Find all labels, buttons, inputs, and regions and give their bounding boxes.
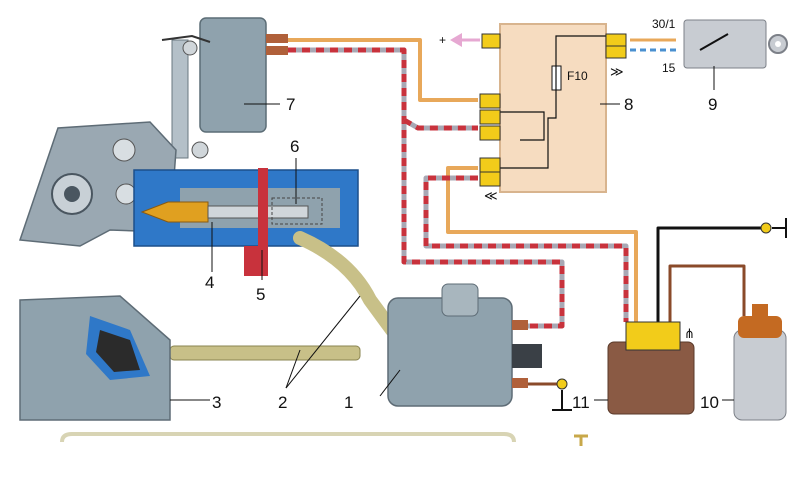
unit-terminal-1 [512,320,528,330]
unit-terminal-2 [512,378,528,388]
ignition-switch: 30/1 15 [652,17,788,75]
wire-red-dashed-unit-overlay [423,175,629,322]
vacuum-unit [387,283,542,407]
wire-orange-top [288,38,478,102]
unit-connector [512,344,542,368]
leader-lines [170,66,734,401]
economizer-valve [133,168,359,276]
leader-2 [285,349,301,389]
relay-unit: F10 + ≫ ≪ [439,23,627,204]
ground-symbol-unit: ⋔ [684,327,695,342]
wire-black [656,226,762,322]
label-6: 6 [290,137,299,156]
wires [288,38,762,386]
valve-spring [271,197,323,225]
actuator-bolt-lower [191,141,209,159]
wire-orange-lower [446,166,638,322]
label-3: 3 [212,393,221,412]
actuator-terminal-1 [266,34,288,43]
label-8: 8 [624,95,633,114]
vacuum-hose [169,231,399,361]
wire-red-dashed-main-overlay [288,47,565,329]
label-7: 7 [286,95,295,114]
hose-lower [169,345,361,361]
ignition-coil [733,304,787,421]
terminal-15-label: 15 [662,61,676,75]
plus-sign: + [439,33,446,47]
relay-connector-mid-1 [479,93,501,109]
label-1: 1 [344,393,353,412]
wire-red-dashed-branch-overlay [402,117,478,131]
relay-connector-right-1 [605,33,627,47]
relay-internal-trace-2 [500,35,606,169]
valve-outlet-tube [244,246,268,276]
manifold-cavity [96,330,140,372]
relay-connector-right-2 [605,45,627,59]
relay-connector-top [481,33,501,49]
plus-arrow-icon [450,33,462,47]
unit-top-tab [441,283,479,317]
leader-2b [285,295,361,389]
relay-connector-low-1 [479,157,501,173]
switch-body [683,19,767,69]
coil-cap [738,316,782,338]
wire-brown [668,264,746,322]
ground-symbol-bottom [574,434,588,446]
switch-contact [699,33,729,51]
actuator-body [199,17,267,133]
actuator-lever-bracket [171,39,189,159]
valve-diaphragm [258,168,268,272]
ground-symbol-relay-low: ≪ [484,189,498,204]
relay-connector-mid-3 [479,125,501,141]
ground-symbol-relay-right: ≫ [610,65,624,80]
label-2: 2 [278,393,287,412]
tie-rod [60,432,516,443]
relay-internal-trace [500,111,545,141]
bracket-ball-joint [112,138,136,162]
terminal-dot-unit [556,378,568,390]
grounds [552,218,787,446]
control-unit-connector [625,321,681,351]
relay-body [499,23,607,193]
relay-connector-low-2 [479,171,501,187]
relay-connector-mid-2 [479,109,501,125]
switch-key-hole [775,41,781,47]
actuator-bolt [182,40,198,56]
intake-manifold [19,295,171,421]
label-11: 11 [572,393,590,412]
label-5: 5 [256,285,265,304]
solenoid-actuator [161,17,288,159]
label-4: 4 [205,273,214,292]
wire-red-dashed-branch [402,117,478,131]
control-unit: ⋔ [607,321,695,415]
terminal-30-label: 30/1 [652,17,676,31]
coil-tower [752,304,768,320]
coil-body [733,329,787,421]
bracket-rivet [115,183,137,205]
part-number-labels: 1 2 3 4 5 6 7 8 9 10 11 [205,95,719,412]
fuse-label: F10 [567,69,588,83]
label-10: 10 [700,393,719,412]
actuator-spring-arm [161,34,211,43]
hose-upper [293,231,399,337]
leader-1 [379,369,401,397]
actuator-terminal-2 [266,46,288,55]
label-9: 9 [708,95,717,114]
terminal-dot-right [760,222,772,234]
bracket-nut-hole [64,186,80,202]
control-unit-body [607,341,695,415]
